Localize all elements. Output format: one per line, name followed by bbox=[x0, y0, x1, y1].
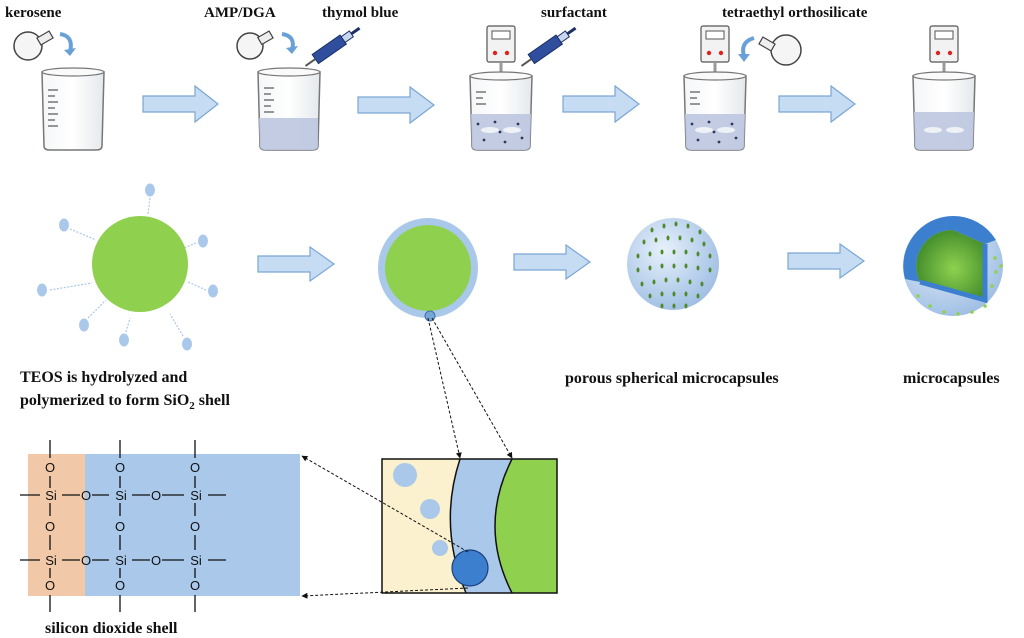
beaker-5 bbox=[912, 71, 976, 151]
oxygen-atom: O bbox=[45, 578, 55, 593]
silicon-atom: Si bbox=[115, 488, 127, 503]
shell-link-bottom bbox=[301, 587, 469, 599]
flask-teos-icon bbox=[738, 34, 802, 66]
zoom-inset bbox=[381, 458, 558, 594]
silica-atoms: O O O O O O O O O O O O O Si Si Si Si Si… bbox=[45, 460, 202, 593]
silicon-atom: Si bbox=[45, 488, 57, 503]
label-teos: tetraethyl orthosilicate bbox=[722, 5, 868, 21]
shell-link-top bbox=[301, 455, 469, 553]
process-arrow-4 bbox=[778, 84, 856, 124]
silicon-atom: Si bbox=[45, 553, 57, 568]
oxygen-atom: O bbox=[115, 578, 125, 593]
flask-amp-dga-icon bbox=[236, 30, 298, 60]
oxygen-atom: O bbox=[190, 460, 200, 475]
label-amp-dga: AMP/DGA bbox=[204, 5, 276, 21]
oxygen-atom: O bbox=[190, 519, 200, 534]
process-arrow-5 bbox=[257, 245, 336, 283]
beaker-4 bbox=[683, 71, 747, 151]
shell-coated-core bbox=[385, 225, 471, 311]
label-thymol-blue: thymol blue bbox=[322, 5, 399, 21]
oxygen-atom: O bbox=[151, 553, 161, 568]
oxygen-atom: O bbox=[81, 553, 91, 568]
silicon-atom: Si bbox=[190, 488, 202, 503]
process-arrow-2 bbox=[357, 85, 435, 125]
oxygen-atom: O bbox=[115, 519, 125, 534]
label-surfactant: surfactant bbox=[541, 5, 607, 21]
syringe-thymol-blue-icon bbox=[304, 26, 361, 67]
flask-kerosene-icon bbox=[13, 30, 76, 61]
zoom-line-left bbox=[427, 317, 462, 459]
oxygen-atom: O bbox=[45, 460, 55, 475]
process-arrow-7 bbox=[787, 242, 866, 280]
beaker-1 bbox=[41, 67, 105, 151]
caption-microcapsules: microcapsules bbox=[903, 370, 1000, 387]
caption-teos-line2: polymerized to form SiO2 shell bbox=[20, 392, 230, 412]
syringe-surfactant-icon bbox=[520, 26, 577, 67]
oxygen-atom: O bbox=[45, 519, 55, 534]
teos-droplets bbox=[37, 183, 218, 351]
process-arrow-3 bbox=[562, 84, 640, 124]
beaker-3 bbox=[469, 71, 533, 151]
silica-shell-panel bbox=[28, 454, 300, 596]
process-arrow-1 bbox=[142, 84, 219, 124]
kerosene-droplet-core bbox=[92, 216, 188, 312]
beaker-2 bbox=[257, 67, 321, 151]
porous-microcapsule bbox=[627, 218, 719, 310]
caption-teos-line1: TEOS is hydrolyzed and bbox=[20, 369, 187, 386]
silicon-atom: Si bbox=[115, 553, 127, 568]
silicon-atom: Si bbox=[190, 553, 202, 568]
label-kerosene: kerosene bbox=[5, 5, 62, 21]
oxygen-atom: O bbox=[190, 578, 200, 593]
caption-porous: porous spherical microcapsules bbox=[565, 370, 779, 387]
zoom-line-right bbox=[431, 317, 513, 459]
final-microcapsule bbox=[903, 215, 1003, 316]
process-arrow-6 bbox=[513, 243, 592, 281]
caption-silicon-shell: silicon dioxide shell bbox=[45, 620, 178, 637]
oxygen-atom: O bbox=[81, 488, 91, 503]
oxygen-atom: O bbox=[115, 460, 125, 475]
zoom-point bbox=[424, 310, 436, 322]
silica-network bbox=[20, 440, 226, 612]
oxygen-atom: O bbox=[151, 488, 161, 503]
